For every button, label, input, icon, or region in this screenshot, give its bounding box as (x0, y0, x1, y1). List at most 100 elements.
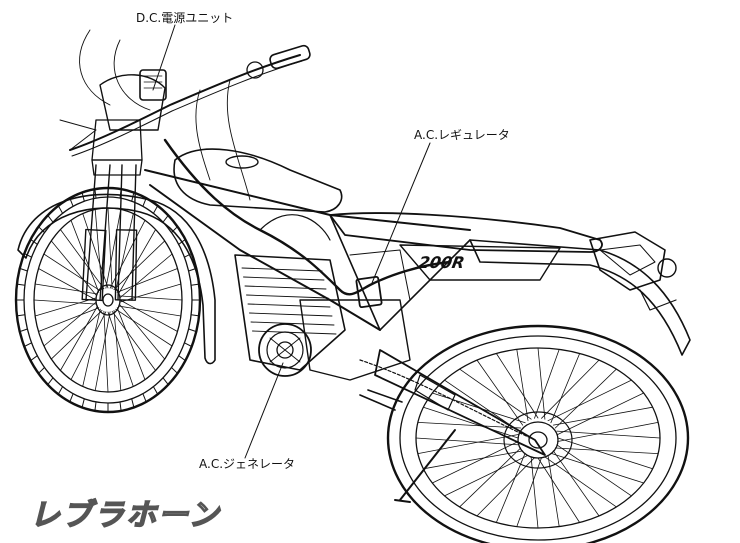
tread-block (142, 393, 147, 403)
spoke (50, 240, 98, 297)
spoke (82, 308, 101, 387)
spoke (119, 253, 173, 299)
spoke (43, 301, 97, 347)
tread-block (69, 393, 74, 403)
spoke (552, 406, 653, 426)
tread-block (183, 342, 193, 347)
tread-block (19, 267, 28, 272)
cylinder-fin (243, 276, 325, 281)
spoke (34, 297, 97, 317)
spoke (43, 253, 101, 292)
tread-block (178, 355, 186, 362)
leader-ac-regulator (371, 142, 431, 284)
rear-fender (469, 239, 691, 356)
front-wheel-spokes (33, 207, 183, 393)
tread-block (23, 253, 33, 258)
tread-block (81, 398, 85, 408)
spoke (118, 229, 157, 295)
tread-block (47, 214, 54, 223)
spoke (50, 309, 103, 360)
spoke (554, 447, 659, 455)
spoke (537, 347, 546, 420)
spoke (557, 437, 653, 470)
spoke (444, 454, 529, 497)
fuel-tank (173, 148, 343, 213)
ac-generator (258, 323, 312, 377)
spoke (459, 368, 532, 420)
spoke (476, 359, 524, 426)
spoke (556, 444, 632, 497)
spoke (119, 299, 178, 332)
tread-block (183, 253, 193, 258)
spoke (417, 434, 519, 455)
spoke (38, 307, 100, 332)
spoke (119, 283, 182, 303)
tread-block (57, 386, 64, 395)
spoke (115, 308, 173, 347)
tread-block (188, 328, 197, 333)
spoke (94, 208, 103, 291)
spoke (60, 229, 105, 290)
spoke (495, 352, 539, 419)
spoke (60, 305, 98, 371)
tread-block (162, 214, 169, 223)
spoke (422, 406, 519, 439)
front-wheel (14, 186, 202, 414)
tread-block (47, 377, 54, 386)
tread-block (94, 188, 97, 199)
spoke (476, 457, 535, 517)
leader-lines (152, 24, 431, 459)
spoke (554, 368, 617, 429)
spoke (552, 450, 600, 517)
spoke (431, 392, 526, 424)
spoke (415, 437, 520, 446)
cylinder-fin (249, 312, 333, 317)
tread-block (19, 328, 28, 333)
spoke (541, 359, 600, 419)
spoke (118, 305, 182, 317)
cylinder-fin (246, 294, 329, 299)
spoke (550, 352, 581, 424)
tread-block (57, 205, 64, 214)
spoke (557, 392, 645, 435)
cylinder-fin (250, 321, 335, 326)
tread-block (94, 401, 97, 412)
fuel-cap (225, 155, 259, 169)
tread-block (16, 314, 26, 317)
spoke (103, 310, 109, 393)
spoke (111, 310, 157, 371)
spoke (537, 457, 581, 523)
cylinder-fin (241, 267, 323, 272)
spoke (70, 311, 107, 381)
callout-ac-regulator: A.C.レギュレータ (414, 128, 510, 142)
spoke (417, 421, 522, 429)
spoke (516, 457, 542, 527)
tail-light (589, 231, 677, 311)
front-fender (17, 193, 216, 365)
spoke (495, 452, 526, 523)
throttle-housing (246, 61, 264, 79)
handlebar (59, 29, 311, 201)
tread-block (152, 205, 159, 214)
spoke (107, 207, 113, 290)
spoke (94, 311, 111, 392)
tread-block (131, 398, 135, 408)
spoke (557, 421, 659, 442)
spoke (544, 456, 617, 508)
tread-block (23, 342, 33, 347)
spoke (116, 307, 146, 381)
tread-block (38, 367, 45, 374)
spoke (107, 311, 134, 387)
spoke (118, 295, 183, 301)
rear-wheel-spokes (415, 347, 661, 529)
tread-block (162, 377, 169, 386)
spoke (105, 208, 122, 289)
spoke (530, 456, 539, 529)
swingarm (374, 349, 546, 456)
spoke (534, 348, 560, 419)
wiring-harness (163, 138, 452, 296)
spoke (550, 452, 645, 484)
spoke (116, 268, 178, 293)
